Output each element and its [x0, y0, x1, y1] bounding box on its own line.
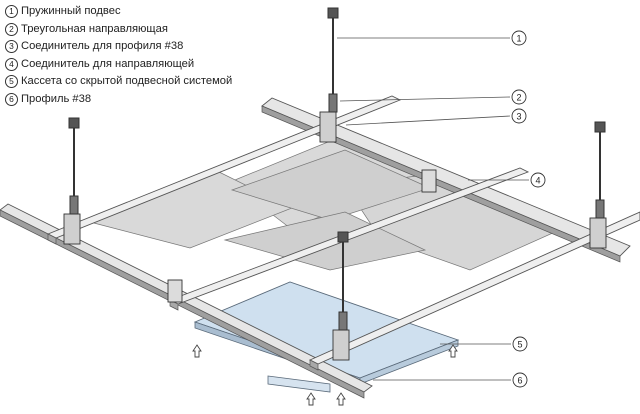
- triangular-rail: [261, 105, 621, 263]
- spring-hanger-top: [337, 231, 349, 243]
- callout-6-label: 6: [517, 376, 522, 386]
- connector-profile-38: [332, 329, 350, 361]
- legend-label: Соединитель для профиля #38: [21, 40, 184, 53]
- callout-3-label: 3: [516, 112, 521, 122]
- spring-hanger-top: [68, 117, 80, 129]
- legend-label: Соединитель для направляющей: [21, 57, 195, 70]
- legend-number: 3: [5, 40, 18, 54]
- profile-rail: [169, 299, 179, 311]
- callout-1-label: 1: [516, 34, 521, 44]
- callout-5-label: 5: [517, 340, 522, 350]
- profile-rail: [47, 233, 57, 245]
- legend-number: 2: [5, 22, 18, 36]
- callout-2-label: 2: [516, 93, 521, 103]
- callouts: 1 2 3 4 5 6: [511, 30, 546, 388]
- legend-number: 1: [5, 5, 18, 18]
- legend-number: 6: [5, 92, 18, 106]
- connector-profile-38: [319, 111, 337, 143]
- callout-1: 1: [511, 30, 527, 46]
- legend-number: 5: [5, 75, 18, 89]
- cassette-flange: [267, 375, 331, 393]
- leader-lines: [337, 37, 529, 381]
- spring-hanger-spring: [328, 93, 338, 113]
- callout-6: 6: [512, 372, 528, 388]
- connectors: [63, 111, 607, 361]
- triangular-rails: [0, 97, 631, 399]
- connector-profile-38: [63, 213, 81, 245]
- connector-profile-38: [589, 217, 607, 249]
- legend-label: Пружинный подвес: [21, 5, 121, 17]
- profile-rails: [46, 95, 640, 371]
- connector-rail: [167, 279, 183, 303]
- callout-4: 4: [530, 172, 546, 188]
- lift-arrows: [192, 344, 458, 406]
- connector-rail: [421, 169, 437, 193]
- up-arrow-icon: [192, 344, 202, 358]
- legend-label: Треугольная направляющая: [21, 22, 168, 35]
- spring-hanger-top: [327, 7, 339, 19]
- up-arrow-icon: [448, 344, 458, 358]
- callout-2: 2: [511, 89, 527, 105]
- callout-4-label: 4: [535, 176, 540, 186]
- spring-hanger-top: [594, 121, 606, 133]
- spring-hanger-spring: [69, 195, 79, 215]
- spring-hanger-spring: [595, 199, 605, 219]
- legend-label: Профиль #38: [21, 92, 92, 105]
- legend-label: Кассета со скрытой подвесной системой: [21, 75, 233, 88]
- spring-hangers: [68, 7, 606, 331]
- triangular-rail: [0, 209, 365, 399]
- up-arrow-icon: [336, 392, 346, 406]
- legend-number: 4: [5, 57, 18, 71]
- up-arrow-icon: [306, 392, 316, 406]
- profile-rail: [309, 359, 319, 371]
- callout-5: 5: [512, 336, 528, 352]
- spring-hanger-spring: [338, 311, 348, 331]
- callout-3: 3: [511, 108, 527, 124]
